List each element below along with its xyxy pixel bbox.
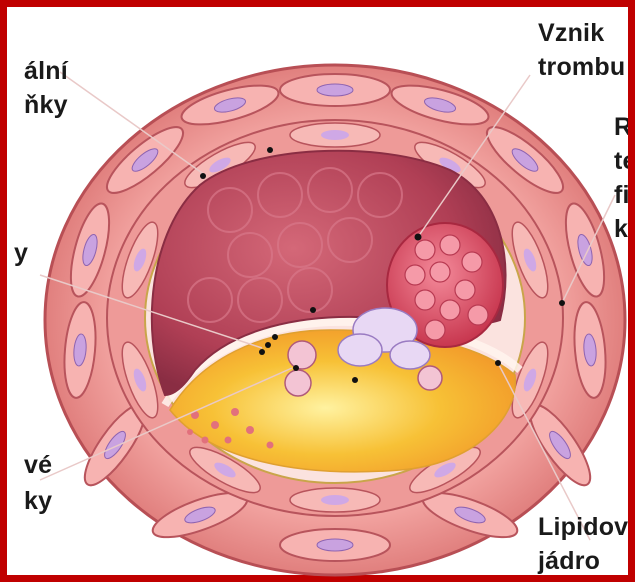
- label-right-mid-line3: fi: [614, 180, 628, 210]
- right-labels-clip: Vznik trombu R te fi kı Lipidov jádro: [520, 0, 628, 575]
- label-left-top-line1: ální: [24, 56, 68, 86]
- label-left-bottom-line2: ky: [24, 486, 52, 516]
- label-left-top-line2: ňky: [24, 90, 68, 120]
- label-right-mid-line2: te: [614, 146, 628, 176]
- label-right-mid-line4: kı: [614, 214, 628, 244]
- label-right-mid-line1: R: [614, 112, 628, 142]
- label-left-bottom-line1: vé: [24, 450, 52, 480]
- label-thrombus-line2: trombu: [538, 52, 625, 82]
- label-lipid-core-line2: jádro: [538, 546, 600, 575]
- label-left-mid: y: [14, 238, 28, 268]
- label-thrombus-line1: Vznik: [538, 18, 604, 48]
- label-lipid-core-line1: Lipidov: [538, 512, 628, 542]
